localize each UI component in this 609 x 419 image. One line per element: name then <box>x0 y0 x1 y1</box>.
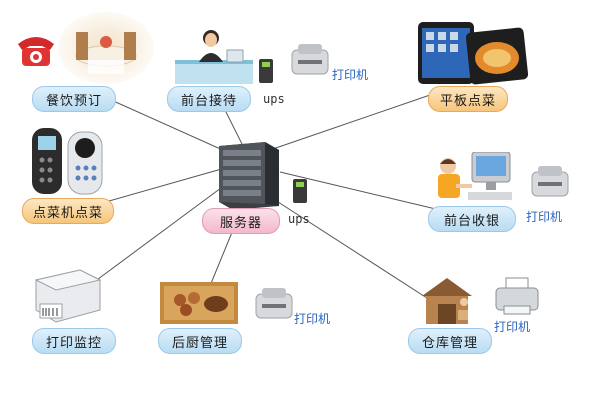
node-cashier[interactable]: 前台收银 <box>428 206 516 232</box>
computer-operator-icon <box>432 151 514 206</box>
server-rack-icon <box>213 140 281 210</box>
link-server-handheld <box>94 167 226 206</box>
node-reception[interactable]: 前台接待 <box>167 86 251 112</box>
printer-label-reception: 打印机 <box>332 68 369 82</box>
printer-label-warehouse: 打印机 <box>494 320 531 334</box>
printer-icon <box>288 40 332 78</box>
node-kitchen[interactable]: 后厨管理 <box>158 328 242 354</box>
kitchen-photo-icon <box>160 282 238 324</box>
node-tablet[interactable]: 平板点菜 <box>428 86 508 112</box>
node-server[interactable]: 服务器 <box>202 208 280 234</box>
node-handheld[interactable]: 点菜机点菜 <box>22 198 114 224</box>
node-warehouse[interactable]: 仓库管理 <box>408 328 492 354</box>
link-server-warehouse <box>274 199 431 301</box>
tablet-icon <box>418 20 529 86</box>
phone-icon <box>14 30 58 70</box>
link-server-print-monitor <box>89 184 226 286</box>
link-server-cashier <box>279 171 441 211</box>
ups-unit-icon <box>258 58 274 84</box>
warehouse-icon <box>418 274 476 326</box>
office-printer-icon <box>494 276 540 316</box>
printer-icon <box>252 284 296 322</box>
ups-label-reception: ups <box>263 92 285 106</box>
receptionist-icon <box>175 26 253 84</box>
ups-label-server: ups <box>288 212 310 226</box>
printer-label-kitchen: 打印机 <box>294 312 331 326</box>
node-print-monitor[interactable]: 打印监控 <box>32 328 116 354</box>
restaurant-photo-icon <box>58 12 154 84</box>
label-printer-icon <box>30 264 104 326</box>
node-booking[interactable]: 餐饮预订 <box>32 86 116 112</box>
printer-label-cashier: 打印机 <box>526 210 563 224</box>
printer-icon <box>528 162 572 200</box>
ups-unit-icon <box>292 178 308 204</box>
link-server-tablet <box>269 94 431 151</box>
handheld-terminal-icon <box>28 124 110 198</box>
